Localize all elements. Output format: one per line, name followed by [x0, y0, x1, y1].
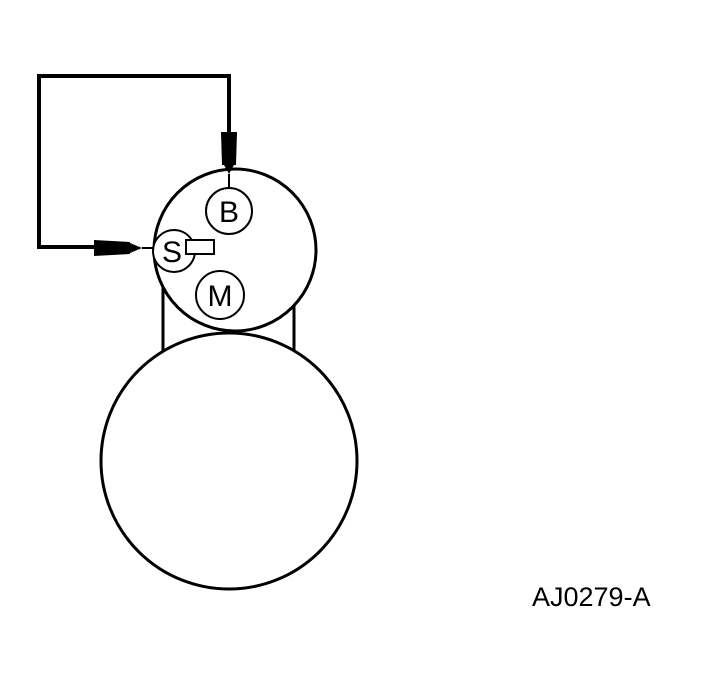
s-terminal: S [152, 229, 215, 273]
b-terminal-label: B [219, 196, 239, 229]
m-terminal: M [195, 270, 245, 320]
test-probe-b [221, 132, 237, 188]
s-terminal-label: S [162, 236, 182, 269]
b-terminal: B [205, 187, 253, 235]
m-terminal-label: M [208, 280, 233, 313]
solenoid-neck [161, 285, 296, 356]
starter-motor-housing [99, 331, 359, 591]
figure-code: AJ0279-A [532, 582, 651, 612]
test-probe-s [94, 240, 156, 256]
s-terminal-tab [185, 239, 215, 255]
jumper-wire [37, 74, 231, 249]
